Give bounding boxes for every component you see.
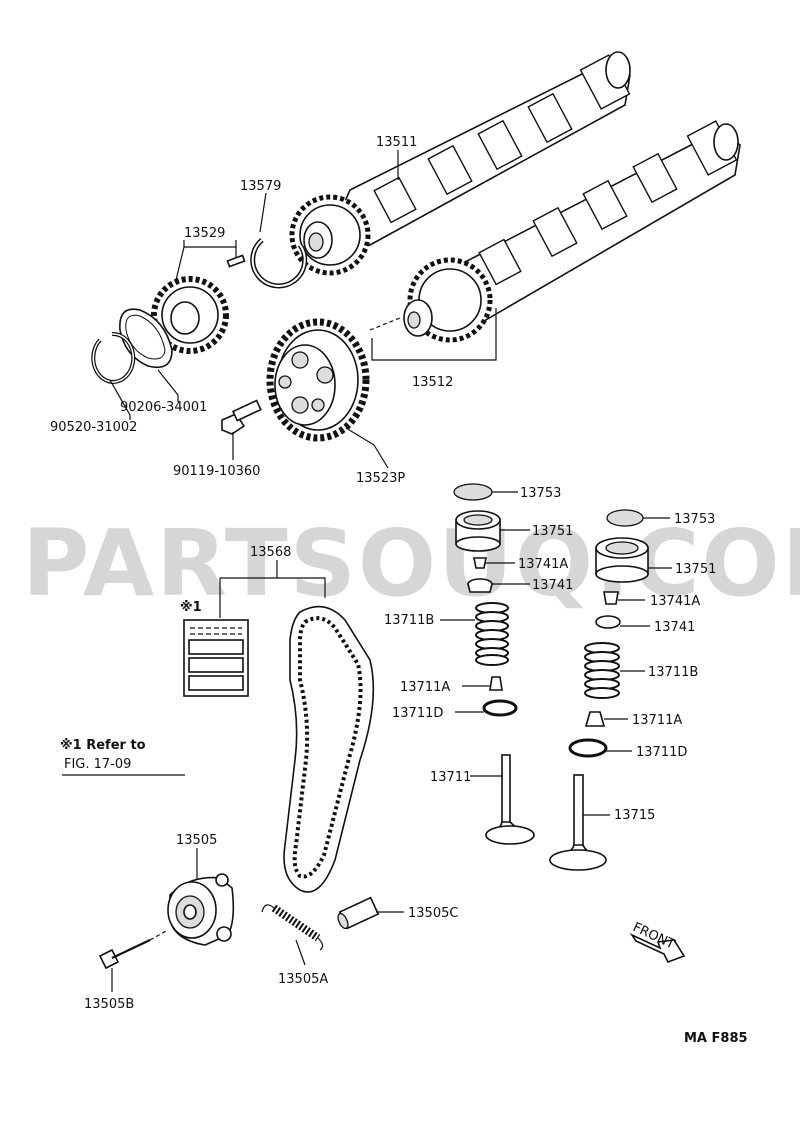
label-13711A-left: 13711A [400, 680, 450, 695]
camshaft-13511[interactable] [328, 51, 631, 246]
bolt-90119-10360[interactable] [221, 399, 262, 435]
note-line1: ※1 Refer to [60, 738, 146, 753]
label-13505B: 13505B [84, 997, 134, 1012]
valve-13711 [485, 754, 535, 845]
label-13579: 13579 [240, 179, 281, 194]
part-labels: 13511 13579 13529 13512 90206-34001 9052… [50, 135, 748, 1046]
label-13741A-left: 13741A [518, 557, 568, 572]
label-13741A-right: 13741A [650, 594, 700, 609]
sub-gear-13529[interactable] [151, 254, 246, 354]
label-90520-31002: 90520-31002 [50, 420, 137, 435]
label-13711: 13711 [430, 770, 471, 785]
lifter-13751-right [595, 537, 649, 583]
label-13751-left: 13751 [532, 524, 573, 539]
label-13512: 13512 [412, 375, 453, 390]
camshaft-pulley-13523P[interactable] [266, 318, 370, 442]
label-13505: 13505 [176, 833, 217, 848]
valve-13715 [549, 774, 607, 871]
camshaft-gear-1[interactable] [289, 194, 371, 276]
leader-lines [62, 150, 672, 992]
label-13523P: 13523P [356, 471, 405, 486]
belt-tensioner-13505[interactable] [167, 873, 235, 946]
spring-13711B-right [584, 642, 620, 699]
note-line2: FIG. 17-09 [64, 757, 131, 772]
label-13711B-right: 13711B [648, 665, 698, 680]
reference-panel[interactable] [183, 619, 249, 697]
label-13751-right: 13751 [675, 562, 716, 577]
label-13568: 13568 [250, 545, 291, 560]
pin-13505C[interactable] [336, 896, 380, 930]
bolt-13505B[interactable] [98, 929, 169, 970]
label-13741-right: 13741 [654, 620, 695, 635]
label-90119-10360: 90119-10360 [173, 464, 260, 479]
spring-13711B-left [475, 602, 509, 666]
snap-ring-13579[interactable] [250, 238, 308, 289]
tension-spring-13505A[interactable] [261, 904, 324, 951]
front-arrow-icon: FRONT [629, 920, 686, 964]
valve-assembly-right[interactable] [549, 509, 649, 871]
lifter-13751-left [455, 510, 501, 552]
label-13753-left: 13753 [520, 486, 561, 501]
camshaft-gear-2[interactable] [369, 257, 493, 343]
label-13505A: 13505A [278, 972, 328, 987]
label-13529: 13529 [184, 226, 225, 241]
label-13753-right: 13753 [674, 512, 715, 527]
label-ref-mark: ※1 [180, 600, 202, 615]
snap-ring-90520-31002[interactable] [91, 331, 136, 384]
label-90206-34001: 90206-34001 [120, 400, 207, 415]
valve-assembly-left[interactable] [453, 483, 535, 845]
label-13505C: 13505C [408, 906, 458, 921]
label-13711A-right: 13711A [632, 713, 682, 728]
timing-belt-13568[interactable] [283, 605, 375, 893]
label-13711D-right: 13711D [636, 745, 687, 760]
label-13711B-left: 13711B [384, 613, 434, 628]
label-13711D-left: 13711D [392, 706, 443, 721]
label-13715: 13715 [614, 808, 655, 823]
label-13741-left: 13741 [532, 578, 573, 593]
label-13511: 13511 [376, 135, 417, 150]
watermark: PARTSOUQ.COM [22, 510, 800, 617]
figure-code: MA F885 [684, 1031, 748, 1046]
